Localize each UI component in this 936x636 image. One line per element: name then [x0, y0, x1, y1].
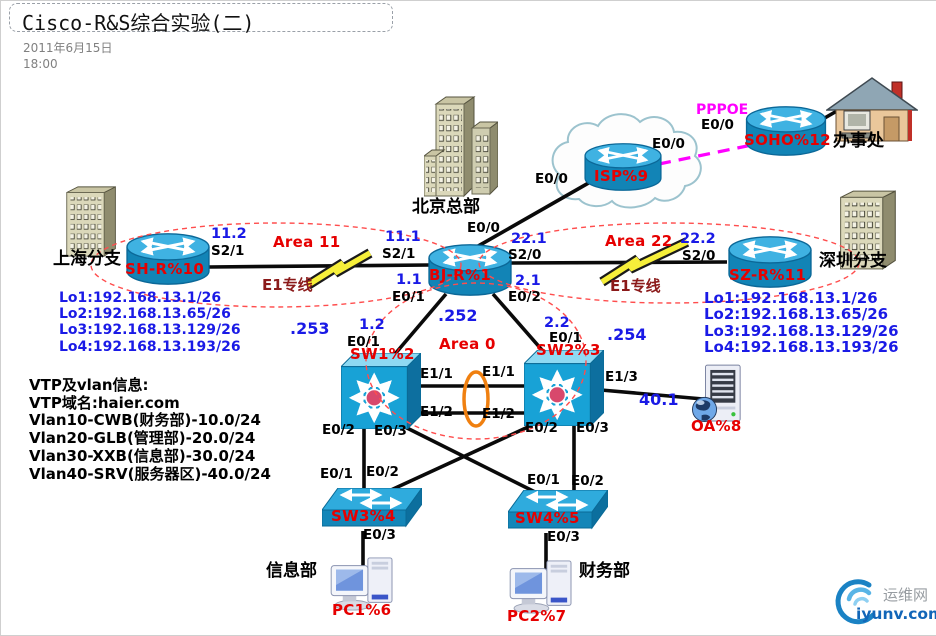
loopback-line: Lo2:192.168.13.65/26: [704, 305, 889, 324]
loopback-line: Lo1:192.168.13.1/26: [704, 289, 878, 307]
iyunv-logo-icon: [831, 575, 879, 627]
label-ip-252: .252: [438, 306, 478, 325]
label-ip-szr-s20: 22.2: [680, 231, 716, 247]
label-pppoe: PPPOE: [696, 102, 749, 118]
loopback-list-szr: Lo1:192.168.13.1/26 Lo2:192.168.13.65/26…: [704, 290, 899, 355]
label-if-soho-e00: E0/0: [701, 117, 734, 133]
label-area0: Area 0: [439, 335, 496, 353]
label-e1-left: E1专线: [262, 276, 313, 294]
label-if-bjr-e00: E0/0: [467, 220, 500, 236]
logo-text: 运维网: [883, 586, 929, 604]
label-if-bjr-e02: E0/2: [508, 289, 541, 305]
vtp-line: Vlan40-SRV(服务器区)-40.0/24: [29, 464, 271, 483]
label-ip-254: .254: [607, 325, 647, 344]
link-shr-bjr: [208, 263, 430, 269]
label-if-sw1-e03: E0/3: [374, 423, 407, 439]
label-if-sw4-e03: E0/3: [547, 529, 580, 545]
label-area22: Area 22: [605, 232, 673, 250]
vtp-line: Vlan30-XXB(信息部)-30.0/24: [29, 446, 256, 465]
label-if-shr-s21: S2/1: [211, 243, 245, 259]
label-router-bjr: BJ-R%1: [429, 266, 492, 284]
page-date: 2011年6月15日: [23, 41, 113, 55]
label-if-bjr-e01: E0/1: [392, 289, 425, 305]
label-if-sw2-e13: E1/3: [605, 369, 638, 385]
label-if-sw1-e01: E0/1: [347, 334, 380, 350]
building-beijing-icon: [424, 94, 498, 202]
page-title[interactable]: Cisco-R&S综合实验(二): [9, 3, 393, 35]
building-shanghai-icon: [63, 184, 121, 259]
loopback-line: Lo1:192.168.13.1/26: [59, 290, 222, 306]
label-if-isp-e00-soho: E0/0: [652, 136, 685, 152]
label-site-office: 办事处: [833, 131, 884, 151]
label-e1-right: E1专线: [610, 277, 661, 295]
label-pc2: PC2%7: [507, 607, 567, 625]
label-if-sw3-e02: E0/2: [366, 464, 399, 480]
label-if-szr-s20: S2/0: [682, 248, 716, 264]
label-switch-sw4: SW4%5: [515, 509, 580, 527]
lightning-bolt-left: [305, 248, 373, 290]
loopback-line: Lo2:192.168.13.65/26: [59, 306, 231, 323]
label-ip-bjr-s21: 11.1: [385, 229, 421, 245]
label-finance-dept: 财务部: [579, 561, 630, 581]
label-if-sw3-e01: E0/1: [320, 466, 353, 482]
label-switch-sw1: SW1%2: [350, 345, 415, 363]
switch-sw2-icon: [524, 350, 604, 426]
label-ip-sw1-e01: 1.2: [359, 317, 385, 333]
label-ip-oa: 40.1: [639, 390, 679, 409]
link-sw1-sw4: [400, 423, 542, 497]
label-ip-shr-s21: 11.2: [211, 226, 247, 242]
loopback-line: Lo3:192.168.13.129/26: [59, 322, 241, 339]
label-if-bjr-s21: S2/1: [382, 246, 416, 262]
label-if-bjr-s20: S2/0: [508, 247, 542, 263]
label-ip-253: .253: [290, 319, 330, 338]
label-if-sw1-e02: E0/2: [322, 422, 355, 438]
label-switch-sw2: SW2%3: [536, 341, 601, 359]
label-server-oa: OA%8: [691, 417, 742, 435]
loopback-line: Lo3:192.168.13.129/26: [704, 321, 899, 340]
vtp-vlan-info: VTP及vlan信息: VTP域名:haier.com Vlan10-CWB(财…: [29, 376, 271, 483]
label-info-dept: 信息部: [266, 561, 317, 581]
label-site-beijing: 北京总部: [412, 197, 480, 217]
label-router-soho: SOHO%12: [744, 131, 831, 149]
label-if-sw2-e12: E1/2: [482, 406, 515, 422]
label-router-shr: SH-R%10: [125, 260, 205, 278]
vtp-line: Vlan10-CWB(财务部)-10.0/24: [29, 411, 261, 430]
label-router-isp: ISP%9: [594, 167, 649, 185]
loopback-line: Lo4:192.168.13.193/26: [704, 337, 899, 356]
label-ip-bjr-e02: 2.1: [515, 273, 541, 289]
vtp-line: Vlan20-GLB(管理部)-20.0/24: [29, 429, 256, 448]
label-ip-bjr-s20: 22.1: [511, 231, 547, 247]
label-site-shenzhen: 深圳分支: [819, 251, 887, 271]
label-if-sw2-e01: E0/1: [549, 330, 582, 346]
label-if-sw2-e03: E0/3: [576, 420, 609, 436]
label-switch-sw3: SW3%4: [331, 507, 396, 525]
label-if-sw2-e11: E1/1: [482, 364, 515, 380]
logo-site-link: iyunv.com: [856, 605, 936, 623]
label-ip-sw2-e01: 2.2: [544, 315, 570, 331]
label-pc1: PC1%6: [332, 601, 392, 619]
label-if-sw4-e02: E0/2: [571, 473, 604, 489]
label-if-isp-e00-bj: E0/0: [535, 171, 568, 187]
label-area11: Area 11: [273, 233, 341, 251]
loopback-line: Lo4:192.168.13.193/26: [59, 338, 241, 355]
vtp-line: VTP及vlan信息:: [29, 376, 149, 394]
switch-sw1-icon: [341, 353, 421, 429]
label-if-sw1-e12: E1/2: [420, 404, 453, 420]
label-if-sw1-e11: E1/1: [420, 366, 453, 382]
label-router-szr: SZ-R%11: [729, 266, 807, 284]
house-office-icon: [826, 77, 918, 143]
label-if-sw2-e02: E0/2: [525, 420, 558, 436]
label-site-shanghai: 上海分支: [53, 249, 121, 269]
label-if-sw4-e01: E0/1: [527, 472, 560, 488]
link-sw2-sw3: [390, 425, 529, 492]
page-time: 18:00: [23, 57, 58, 71]
vtp-line: VTP域名:haier.com: [29, 393, 180, 412]
loopback-list-shr: Lo1:192.168.13.1/26 Lo2:192.168.13.65/26…: [59, 290, 241, 355]
label-if-sw3-e03: E0/3: [363, 527, 396, 543]
label-ip-bjr-e01: 1.1: [396, 272, 422, 288]
